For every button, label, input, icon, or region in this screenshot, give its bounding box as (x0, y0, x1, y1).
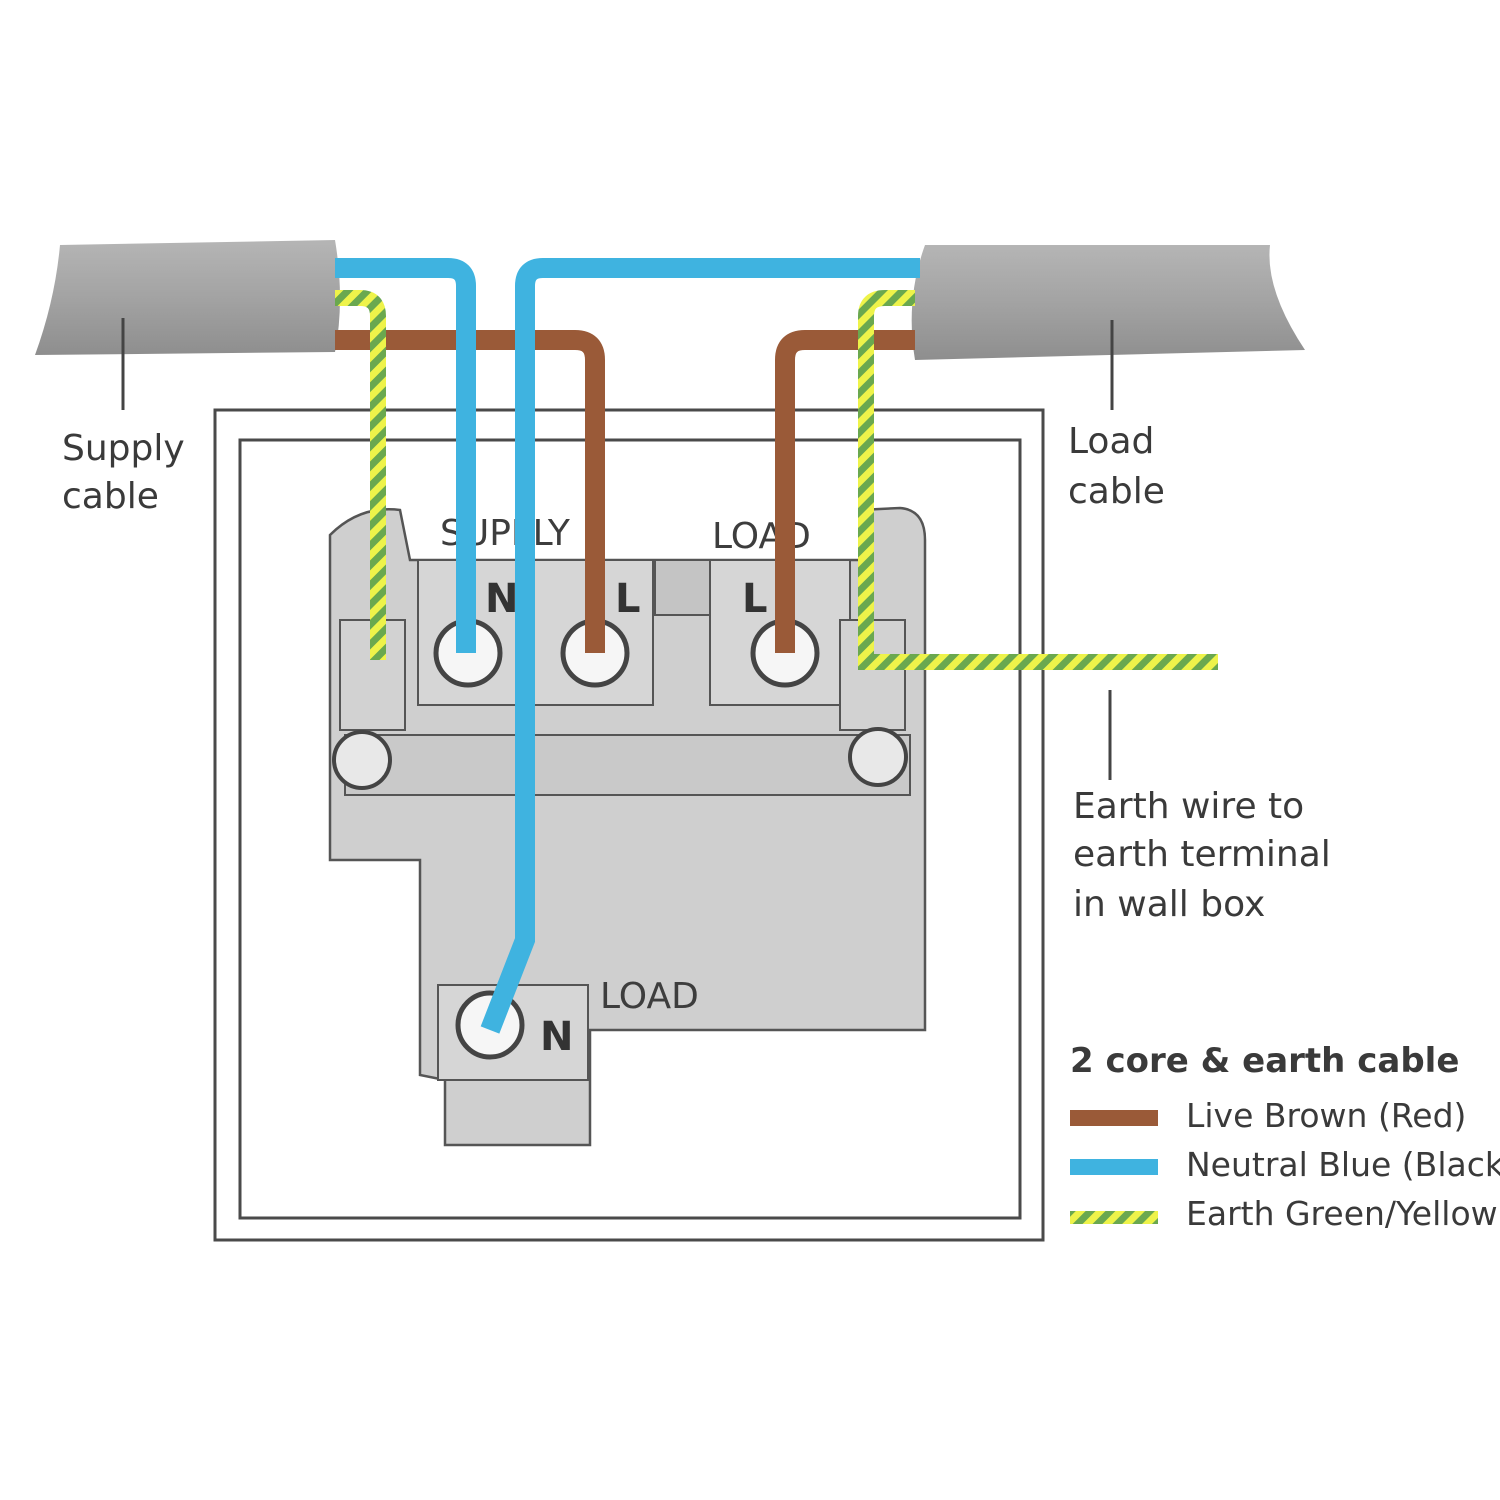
supply-cable-sheath (35, 240, 340, 355)
label-l-load: L (742, 576, 768, 622)
mounting-screw-right (848, 727, 908, 787)
label-n-load: N (540, 1014, 573, 1060)
live-wire-supply (335, 330, 605, 653)
label-l-supply: L (615, 576, 641, 622)
load-cable-sheath (911, 245, 1305, 360)
live-wire-load (775, 330, 915, 653)
terminal-block-divider (654, 559, 711, 616)
supply-cable-label: Supply cable (62, 428, 196, 517)
earth-wire-label: Earth wire to earth terminal in wall box (1073, 786, 1342, 925)
earth-wire-load (858, 290, 1218, 670)
legend-label-neutral: Neutral Blue (Black) (1186, 1145, 1500, 1184)
neutral-wire-supply (335, 258, 476, 653)
legend-label-live: Live Brown (Red) (1186, 1096, 1466, 1135)
load-cable-label: Load cable (1068, 421, 1166, 512)
neutral-wire-load (480, 258, 920, 1034)
label-bottom-load: LOAD (600, 976, 699, 1017)
earth-wire-supply (335, 290, 386, 660)
legend-swatch-earth (1070, 1211, 1158, 1224)
legend-label-earth: Earth Green/Yellow (1186, 1194, 1498, 1233)
mounting-screw-left (332, 730, 392, 790)
legend-title: 2 core & earth cable (1070, 1041, 1459, 1081)
label-top-load: LOAD (712, 516, 811, 557)
label-n-supply: N (485, 576, 518, 622)
cross-bar (344, 734, 911, 796)
legend: 2 core & earth cable Live Brown (Red) Ne… (1070, 1041, 1500, 1233)
